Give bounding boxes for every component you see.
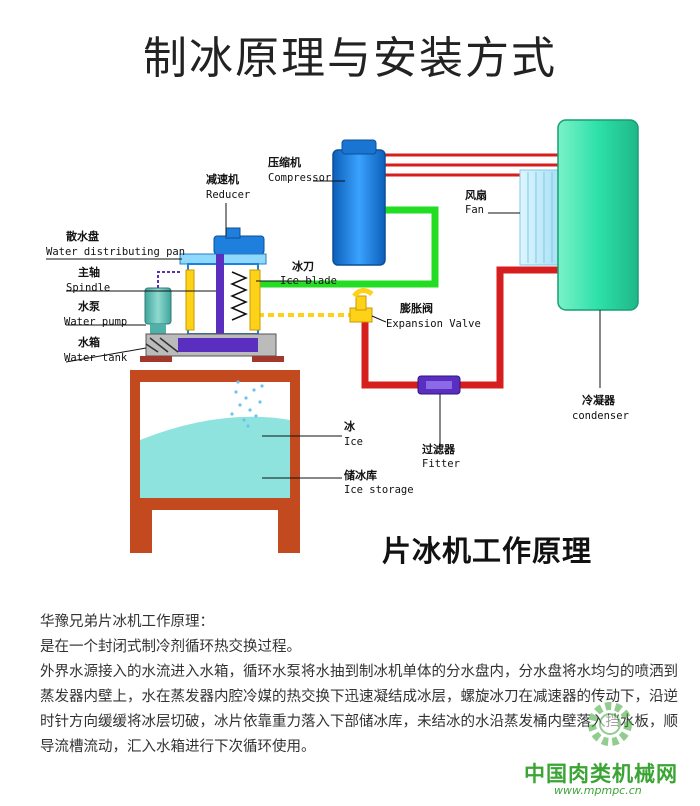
spindle-label-cn: 主轴 (78, 265, 100, 279)
ice-blade (230, 271, 248, 321)
ice-maker-unit (140, 227, 284, 362)
storage-label-en: Ice storage (344, 484, 414, 496)
ice-flakes (230, 380, 264, 428)
tank-label-en: Water tank (64, 352, 128, 364)
watermark-url: www.mpmpc.cn (554, 784, 642, 797)
ice-storage (130, 370, 300, 553)
pan-label-en: Water distributing pan (46, 246, 185, 258)
ice-pile (140, 416, 290, 498)
compressor-label-en: Compressor (268, 172, 331, 184)
ice-label-en: Ice (344, 436, 363, 448)
reducer (213, 235, 265, 255)
blade-label-cn: 冰刀 (292, 259, 314, 273)
condenser-label-en: condenser (572, 410, 629, 422)
condenser-label-cn: 冷凝器 (582, 393, 616, 407)
ice-machine-diagram: 减速机 Reducer 压缩机 Compressor 风扇 Fan 散水盘 Wa… (46, 119, 639, 553)
fan-label-en: Fan (465, 204, 484, 216)
watermark: 中国肉类机械网 www.mpmpc.cn (520, 690, 695, 800)
filter-label-cn: 过滤器 (422, 442, 456, 456)
liquid-line (361, 266, 558, 389)
compressor (332, 139, 386, 266)
leader-lines (46, 180, 601, 479)
fan (519, 169, 561, 266)
description-line-1: 华豫兄弟片冰机工作原理： (40, 614, 214, 630)
blade-label-en: Ice blade (280, 275, 337, 287)
filter (417, 375, 461, 395)
description-line-2: 是在一个封闭式制冷剂循环热交换过程。 (40, 639, 301, 655)
expansion-valve (349, 288, 374, 323)
reducer-label-en: Reducer (206, 189, 250, 201)
fan-label-cn: 风扇 (465, 188, 487, 202)
ice-label-cn: 冰 (344, 419, 356, 433)
pan-label-cn: 散水盘 (66, 229, 99, 243)
reducer-label-cn: 减速机 (206, 172, 239, 186)
condenser (557, 119, 639, 311)
gear-logo-icon (588, 702, 632, 746)
description: 华豫兄弟片冰机工作原理： 是在一个封闭式制冷剂循环热交换过程。 外界水源接入的水… (40, 610, 680, 760)
pump-label-en: Water pump (64, 316, 127, 328)
page-title: 制冰原理与安装方式 (143, 33, 557, 84)
spindle (216, 254, 224, 354)
pump-label-cn: 水泵 (78, 299, 100, 313)
water-pump (144, 287, 172, 325)
spindle-label-en: Spindle (66, 282, 110, 294)
watermark-text: 中国肉类机械网 (524, 762, 678, 786)
valve-label-cn: 膨胀阀 (399, 301, 433, 315)
suction-line (256, 206, 439, 288)
tank-label-cn: 水箱 (78, 335, 100, 349)
valve-label-en: Expansion Valve (386, 318, 481, 330)
diagram-caption: 片冰机工作原理 (382, 534, 593, 568)
filter-label-en: Fitter (422, 458, 460, 470)
compressor-label-cn: 压缩机 (268, 155, 301, 169)
storage-label-cn: 储冰库 (344, 468, 377, 482)
description-body: 外界水源接入的水流进入水箱，循环水泵将水抽到制冰机单体的分水盘内，分水盘将水均匀… (40, 664, 678, 755)
